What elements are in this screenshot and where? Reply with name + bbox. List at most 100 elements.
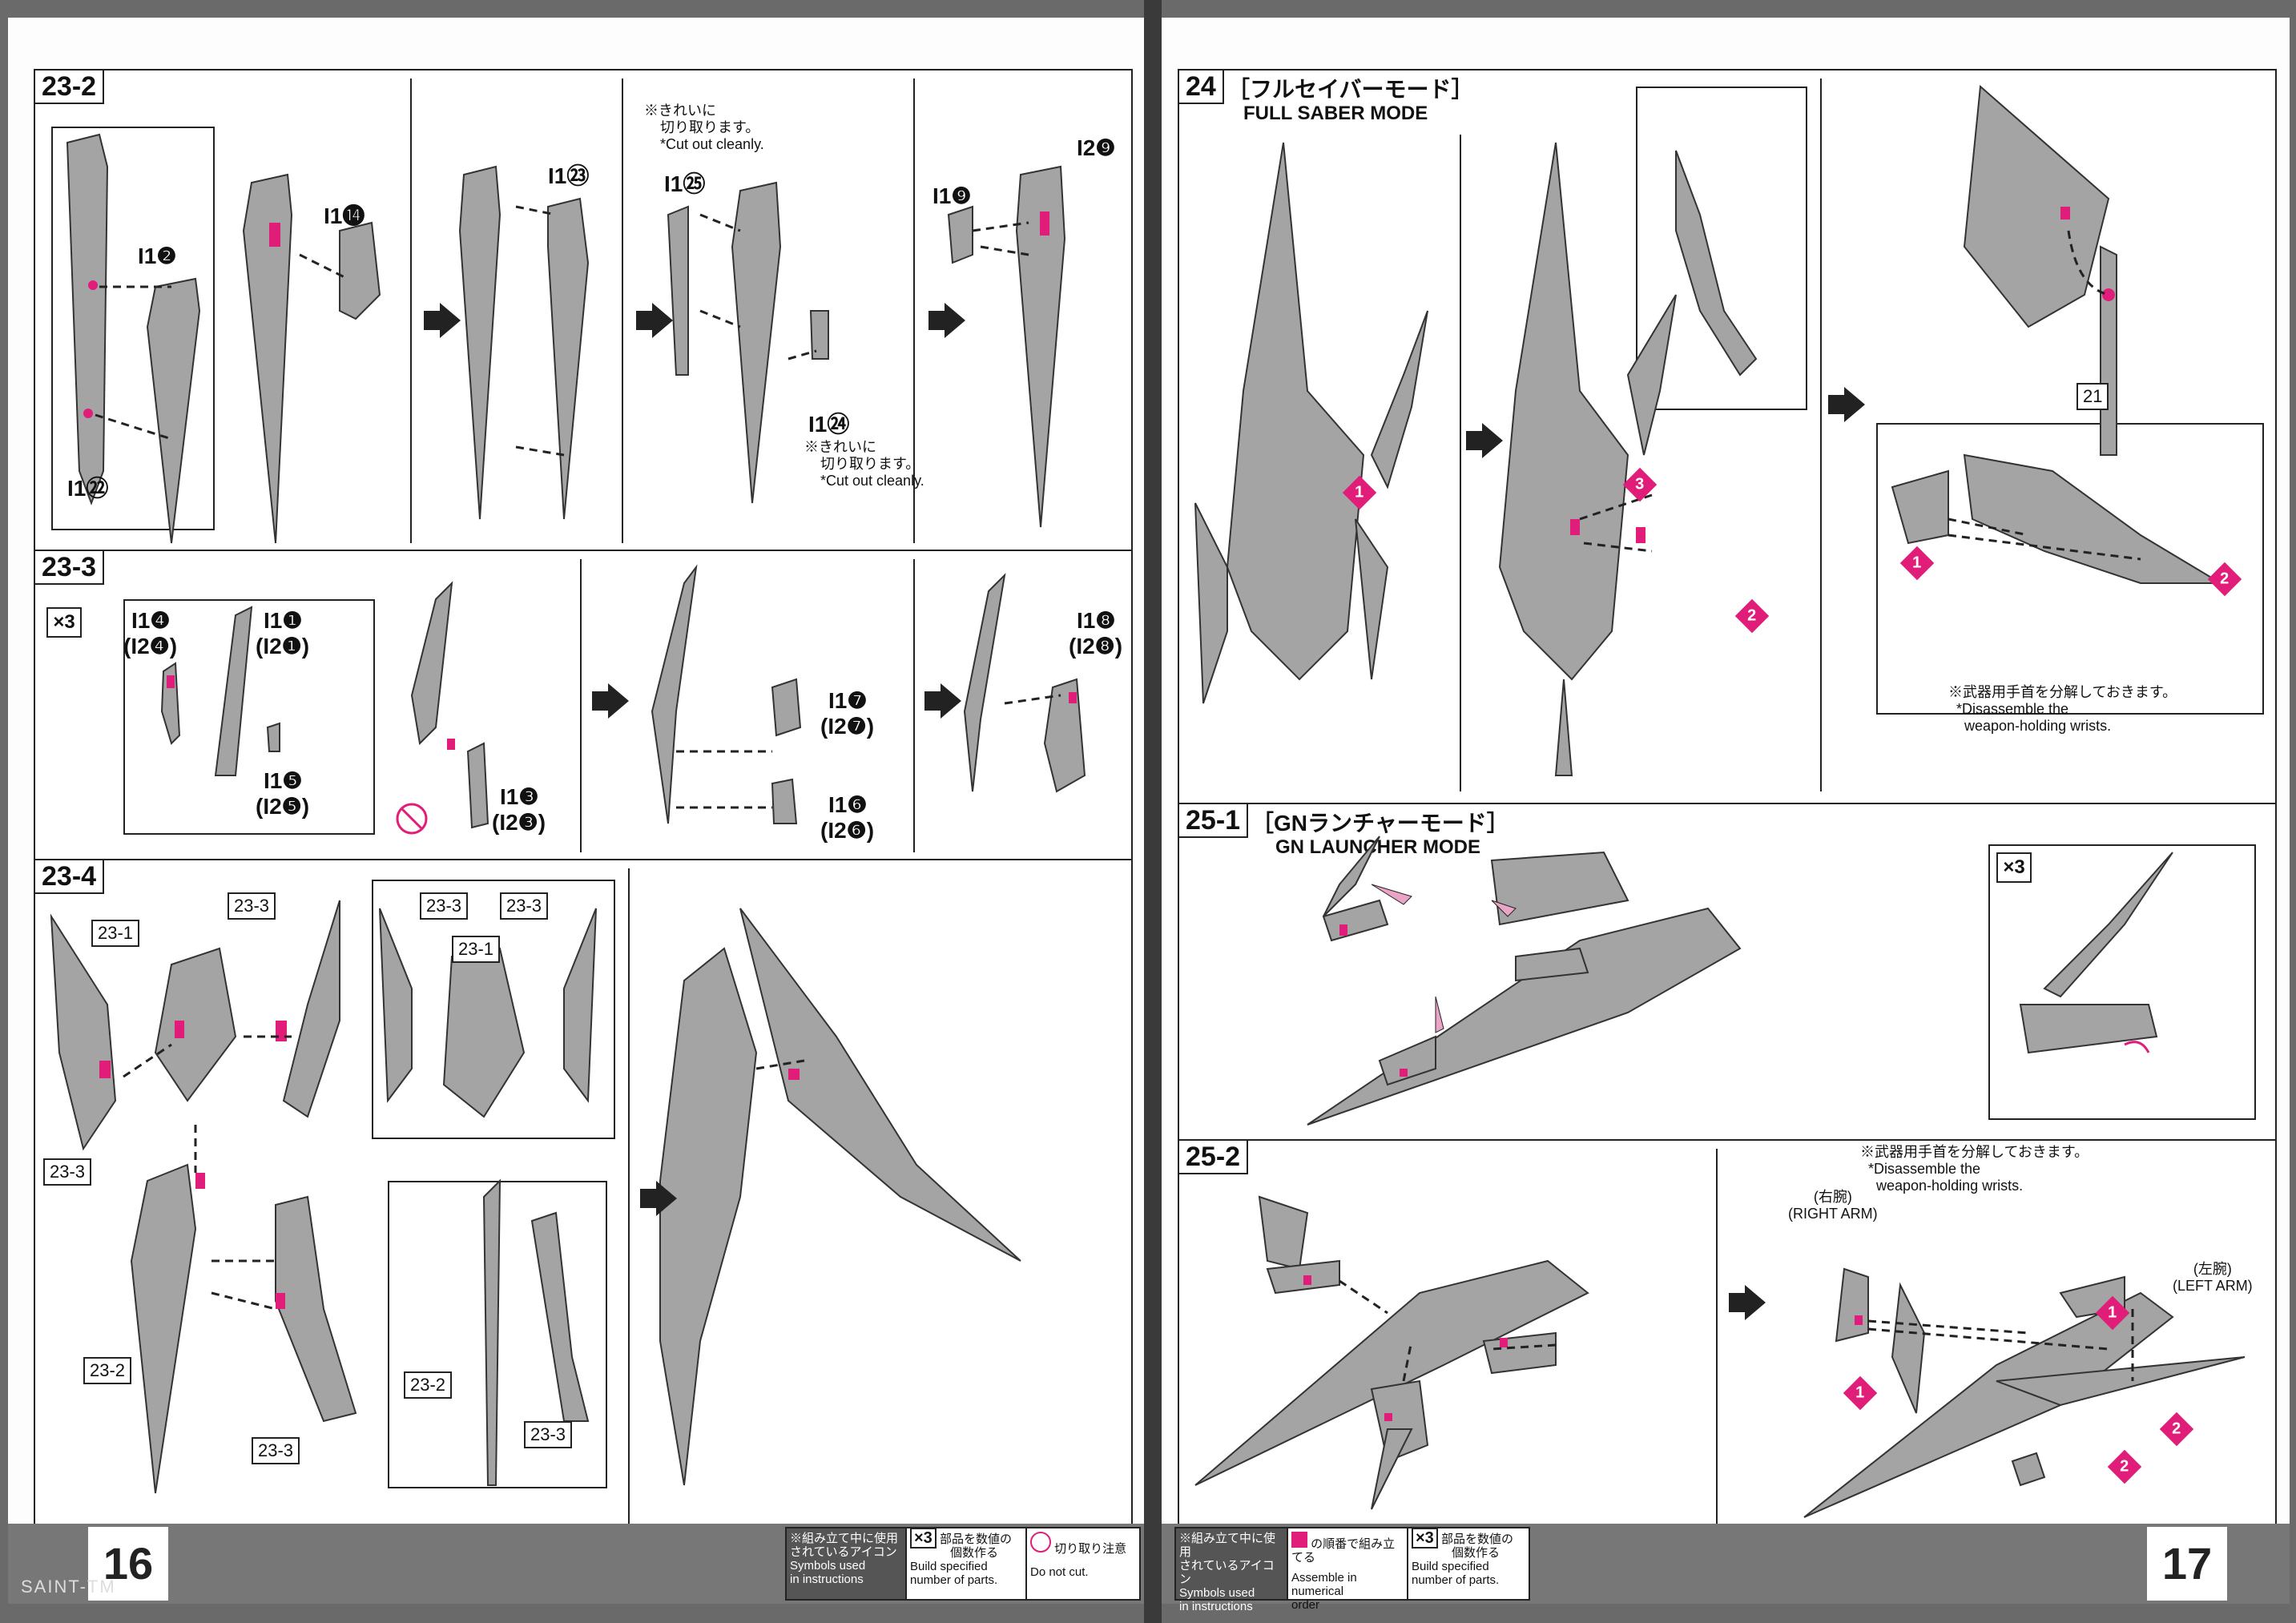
step-arrow-icon [1466,423,1503,458]
legend-text: in instructions [790,1573,864,1586]
panel-divider [1716,1149,1718,1525]
arm-label: (LEFT ARM) [2173,1278,2253,1294]
part-number: (I2❶) [256,634,310,658]
legend-text: されているアイコン [790,1545,897,1559]
step-label: 25-2 [1178,1139,1249,1174]
part-number: I1❷ [138,244,177,268]
page-number: 16 [88,1527,168,1601]
right-arm-label: (右腕) (RIGHT ARM) [1788,1189,1878,1222]
launcher-mount-illustration [1194,1195,2246,1518]
part-number: I1❺ [264,768,303,793]
part-number: I1❶ [264,608,303,633]
badge-text: 2 [2120,1458,2129,1476]
panel-divider [628,868,630,1525]
legend-text: 部品を数値の [939,1532,1012,1546]
panel-divider [913,559,915,852]
panel-divider [622,79,623,543]
blade-parts-illustration [66,133,1066,544]
step-23-4-panel: 23-4 [34,859,1133,1535]
note-line: ※きれいに [644,103,716,119]
no-cut-icon [1030,1532,1051,1553]
part-number: (I2❸) [492,810,546,835]
right-page: 24 ［フルセイバーモード］ FULL SABER MODE [1162,18,2290,1613]
note-line: weapon-holding wrists. [1964,718,2112,734]
part-tag: 23-3 [252,1437,300,1464]
step-label: 25-1 [1178,803,1249,838]
icon-legend: ※組み立て中に使用 されているアイコン Symbols used in inst… [1174,1527,1530,1613]
badge-text: 1 [1355,484,1364,501]
disassemble-note: ※武器用手首を分解しておきます。 *Disassemble the weapon… [1948,684,2177,735]
part-number: I1❸ [500,784,539,809]
legend-text: Symbols used [1179,1586,1255,1600]
part-number: I1㉔ [808,412,850,437]
multiplier-icon: ×3 [910,1528,937,1548]
legend-text: ※組み立て中に使用 [790,1532,899,1545]
panel-divider [410,79,412,543]
panel-divider [1820,79,1822,791]
multiplier-badge: ×3 [1996,852,2032,883]
order-icon [1291,1532,1307,1548]
multiplier-badge: ×3 [46,607,82,638]
badge-text: 2 [2172,1420,2181,1438]
step-arrow-icon [640,1181,677,1216]
step-arrow-icon [424,303,461,338]
legend-text: 個数作る [1452,1546,1500,1560]
part-number: I1㉕ [664,171,706,196]
part-tag: 23-3 [500,892,549,920]
note-line: *Disassemble the [1956,701,2069,717]
step-arrow-icon [1729,1285,1766,1320]
step-25-1-panel: 25-1 ［GNランチャーモード］ GN LAUNCHER MODE ×3 [1178,803,2277,1142]
step-label: 23-3 [34,550,105,585]
legend-text: 部品を数値の [1440,1532,1513,1546]
page-footer: ※組み立て中に使用 されているアイコン Symbols used in inst… [1162,1524,2290,1613]
gn-launcher-illustration [1307,836,2173,1126]
note-line: *Disassemble the [1868,1161,1981,1177]
note-line: *Cut out cleanly. [820,473,924,489]
part-number: I1㉓ [548,163,590,188]
legend-text: in instructions [1179,1600,1253,1613]
legend-x3: ×3 部品を数値の 個数作る Build specified number of… [1408,1528,1529,1599]
part-tag: 23-3 [420,892,469,920]
part-tag: 23-2 [83,1357,132,1384]
panel-divider [580,559,582,852]
part-number: (I2❽) [1069,634,1123,658]
legend-text: Build specified [910,1560,988,1573]
watermark: SAINT-TM [21,1577,116,1597]
part-tag: 23-3 [43,1158,92,1186]
part-tag: 21 [2076,383,2109,410]
mode-title-ja: ［フルセイバーモード］ [1227,77,1474,102]
badge-text: 1 [2108,1304,2117,1322]
page-gutter [1144,0,1162,1623]
legend-text: の順番で組み立てる [1291,1537,1396,1565]
badge-text: 2 [1747,607,1757,625]
legend-text: 個数作る [950,1546,999,1560]
part-number: (I2❼) [820,714,875,739]
legend-text: Do not cut. [1030,1565,1089,1579]
wing-binder-assembly-illustration [50,900,1021,1494]
arm-label: (左腕) [2193,1261,2232,1277]
mode-title-en: FULL SABER MODE [1243,103,1428,124]
note-line: ※きれいに [804,439,876,455]
legend-text: Assemble in numerical [1291,1571,1357,1598]
step-arrow-icon [924,683,961,719]
legend-cut: 切り取り注意 Do not cut. [1027,1528,1139,1599]
step-label: 24 [1178,69,1224,104]
part-number: I1㉒ [67,476,109,501]
part-tag: 23-3 [228,892,276,920]
cut-note: ※きれいに 切り取ります。 *Cut out cleanly. [804,439,924,489]
step-label: 23-4 [34,859,105,894]
arm-label: (右腕) [1813,1189,1852,1205]
legend-text: されているアイコン [1179,1559,1275,1586]
full-saber-illustration [1194,84,2224,776]
step-label: 23-2 [34,69,105,104]
badge-text: 1 [1912,554,1922,572]
legend-title: ※組み立て中に使用 されているアイコン Symbols used in inst… [1176,1528,1288,1613]
part-number: I1⓮ [324,203,365,228]
disassemble-note: ※武器用手首を分解しておきます。 *Disassemble the weapon… [1860,1144,2089,1194]
panel-divider [913,79,915,543]
page-number: 17 [2147,1527,2227,1601]
part-number: I1❾ [932,183,972,208]
badge-text: 1 [1855,1384,1865,1402]
step-arrow-icon [636,303,673,338]
step-23-2-panel: 23-2 [34,69,1133,553]
